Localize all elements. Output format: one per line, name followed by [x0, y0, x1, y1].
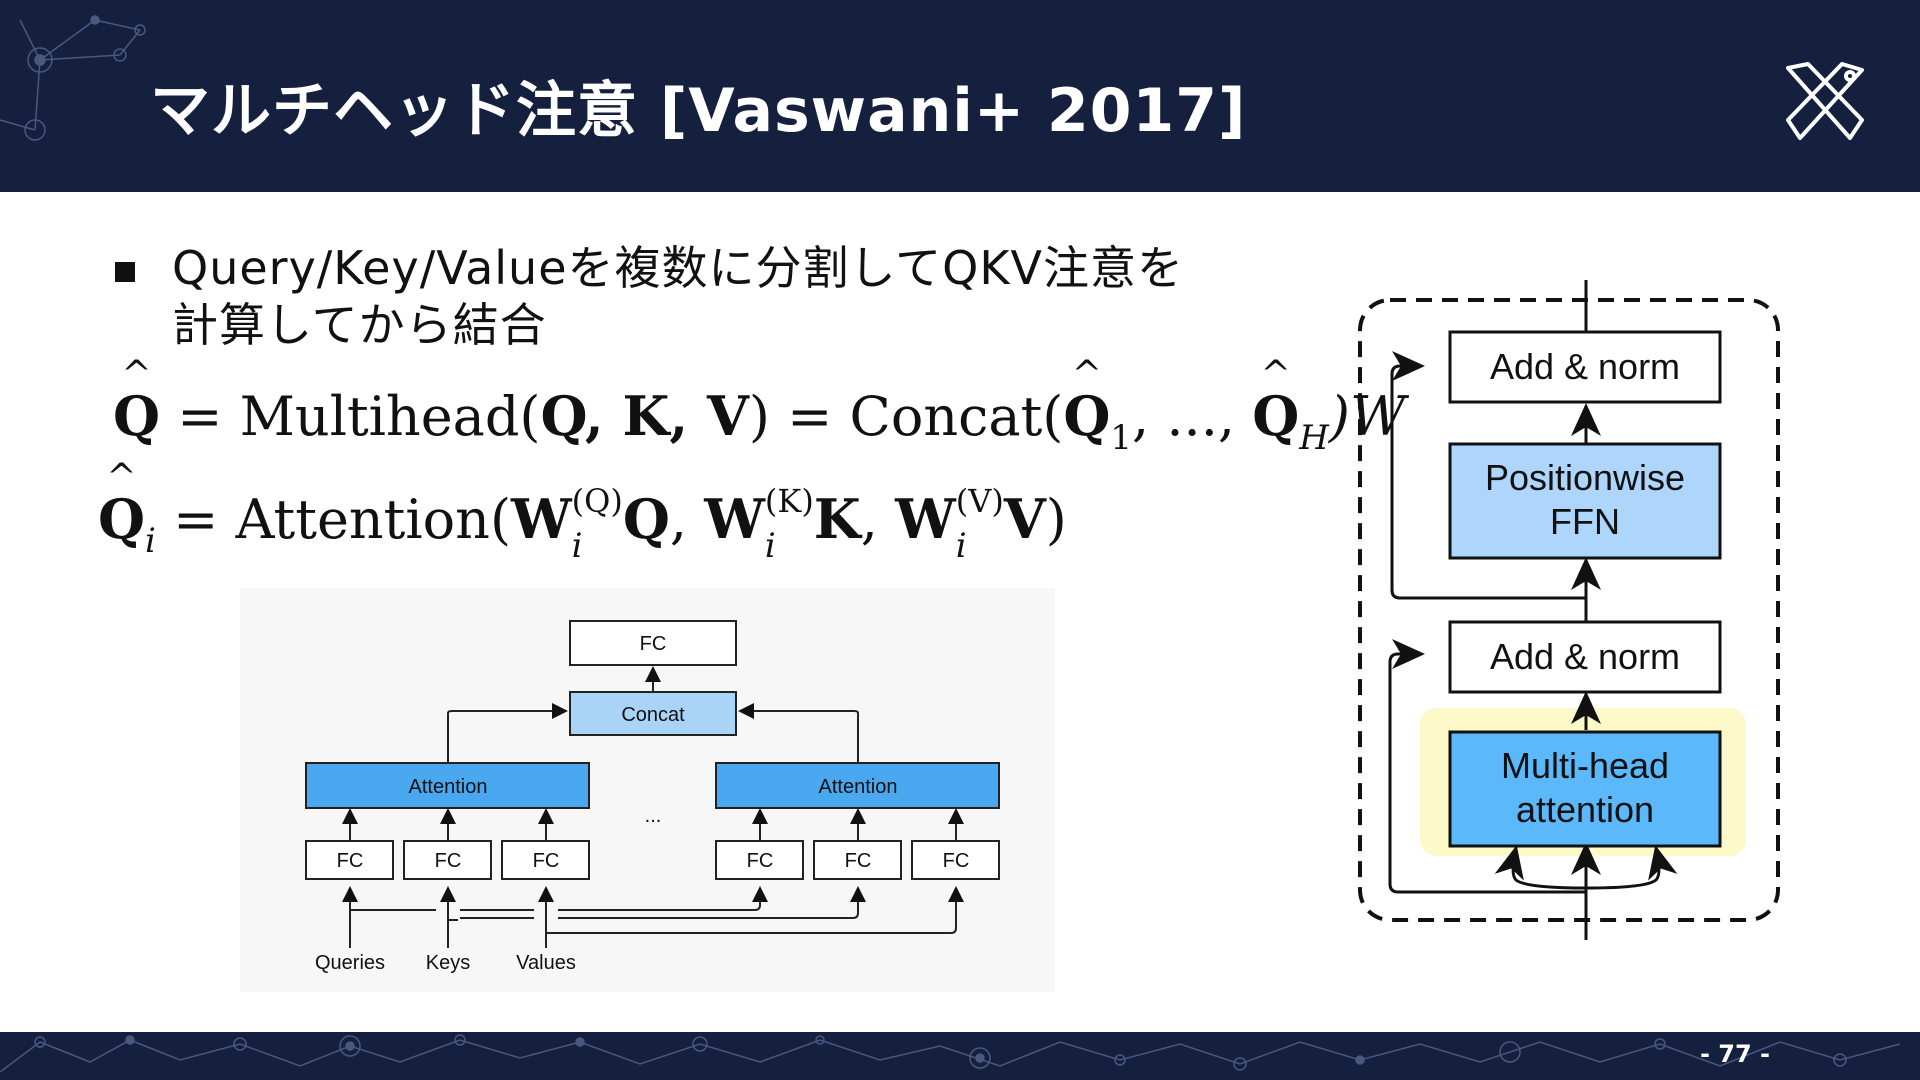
mha-label-line2: attention — [1516, 789, 1654, 830]
fc-label: FC — [943, 850, 970, 872]
bullet-text: Query/Key/Valueを複数に分割してQKV注意を 計算してから結合 — [172, 240, 1232, 354]
eq1-q1: Q — [1063, 384, 1110, 448]
keys-label: Keys — [426, 952, 470, 974]
eq1-subh: H — [1299, 418, 1329, 458]
equation-multihead: Q = Multihead(Q, K, V) = Concat(Q1, ...,… — [113, 384, 1405, 458]
slide-header: マルチヘッド注意 [Vaswani+ 2017] — [0, 0, 1920, 192]
eq1-args: Q, K, V — [540, 384, 749, 448]
crossed-tools-logo-icon — [1786, 62, 1864, 140]
fc-label: FC — [747, 850, 774, 872]
eq2-k: K — [813, 487, 861, 551]
fc-label: FC — [435, 850, 462, 872]
fc-label: FC — [337, 850, 364, 872]
eq2-sub-iv: i — [955, 526, 967, 566]
bullet-line-1: Query/Key/Valueを複数に分割してQKV注意を — [172, 241, 1184, 295]
eq2-sub: i — [145, 521, 156, 561]
concat-label: Concat — [621, 704, 685, 726]
fc-label: FC — [845, 850, 872, 872]
eq2-lhs: Q — [98, 487, 145, 551]
eq2-wk: W — [704, 487, 765, 551]
eq2-q: Q — [622, 487, 670, 551]
eq1-sub1: 1 — [1110, 418, 1133, 458]
network-footer-decoration-icon — [0, 1034, 1901, 1073]
eq2-v: V — [1003, 487, 1046, 551]
eq1-dots: , ..., — [1132, 385, 1253, 448]
slide-footer: - 77 - — [0, 1032, 1920, 1080]
eq2-wq: W — [511, 487, 572, 551]
eq2-sub-ik: i — [764, 526, 776, 566]
slide-title: マルチヘッド注意 [Vaswani+ 2017] — [150, 76, 1247, 146]
attention-left-label: Attention — [409, 776, 488, 798]
transformer-block-diagram: Add & norm Positionwise FFN Add & norm M… — [1350, 280, 1790, 940]
eq2-sup-v: (V) — [955, 482, 1004, 520]
ffn-label-line2: FFN — [1550, 501, 1620, 542]
eq1-lhs: Q — [113, 384, 160, 448]
multihead-attention-diagram: FC Concat Attention Attention ... FC FC … — [240, 588, 1055, 992]
bullet-line-2: 計算してから結合 — [172, 298, 547, 352]
eq1-equals: = Multihead( — [160, 385, 541, 448]
add-norm-bottom-label: Add & norm — [1490, 636, 1680, 677]
eq2-close: ) — [1045, 488, 1067, 551]
eq2-sup-q: (Q) — [571, 482, 623, 520]
eq2-sub-iq: i — [571, 526, 583, 566]
top-fc-label: FC — [640, 633, 667, 655]
network-decoration-icon — [0, 15, 146, 141]
eq1-qh: Q — [1252, 384, 1299, 448]
eq2-attention: = Attention( — [155, 488, 512, 551]
ellipsis-label: ... — [645, 805, 662, 827]
attention-right-label: Attention — [819, 776, 898, 798]
bullet-square-icon — [115, 262, 135, 282]
equation-attention: Qi = Attention(W(Q)iQ, W(K)iK, W(V)iV) — [98, 482, 1067, 566]
fc-label: FC — [533, 850, 560, 872]
add-norm-top-label: Add & norm — [1490, 346, 1680, 387]
eq1-concat: ) = Concat( — [748, 385, 1064, 448]
page-number: - 77 - — [1699, 1040, 1770, 1068]
values-label: Values — [516, 952, 576, 974]
ffn-label-line1: Positionwise — [1485, 457, 1685, 498]
eq2-sup-k: (K) — [764, 482, 814, 520]
mha-label-line1: Multi-head — [1501, 745, 1669, 786]
queries-label: Queries — [315, 952, 385, 974]
eq2-wv: W — [895, 487, 956, 551]
